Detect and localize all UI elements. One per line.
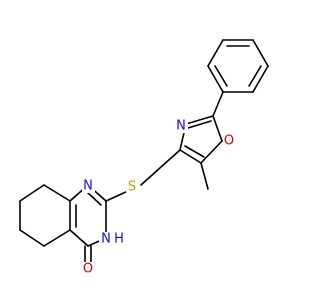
phenyl-oxazole-bond	[212, 91, 224, 117]
methylene-bond	[160, 149, 181, 168]
methylene-sulfur-bond	[140, 166, 162, 186]
pyrimidinone-ring	[69, 184, 107, 247]
phenyl-ring	[207, 39, 269, 93]
svg-text:O: O	[224, 134, 234, 149]
molecule-diagram: N O S N N H O	[19, 39, 269, 277]
svg-text:N: N	[176, 119, 186, 134]
svg-text:N: N	[101, 232, 111, 247]
methyl-bond	[200, 162, 209, 190]
atom-nh-pyrimidine: N H	[99, 232, 127, 247]
cyclohexene-ring	[19, 184, 71, 247]
svg-text:S: S	[128, 180, 136, 195]
svg-text:H: H	[114, 232, 124, 247]
atom-o-carbonyl: O	[82, 262, 95, 277]
atom-o-oxazole: O	[223, 134, 236, 149]
atom-n-oxazole: N	[175, 119, 188, 134]
structure-drawing: N O S N N H O	[19, 39, 269, 277]
atom-s-thioether: S	[126, 180, 139, 195]
svg-text:O: O	[83, 262, 93, 277]
svg-text:N: N	[83, 179, 93, 194]
sulfur-pyrimidine-bond	[105, 190, 129, 202]
atom-n-pyrimidine: N	[82, 179, 95, 194]
